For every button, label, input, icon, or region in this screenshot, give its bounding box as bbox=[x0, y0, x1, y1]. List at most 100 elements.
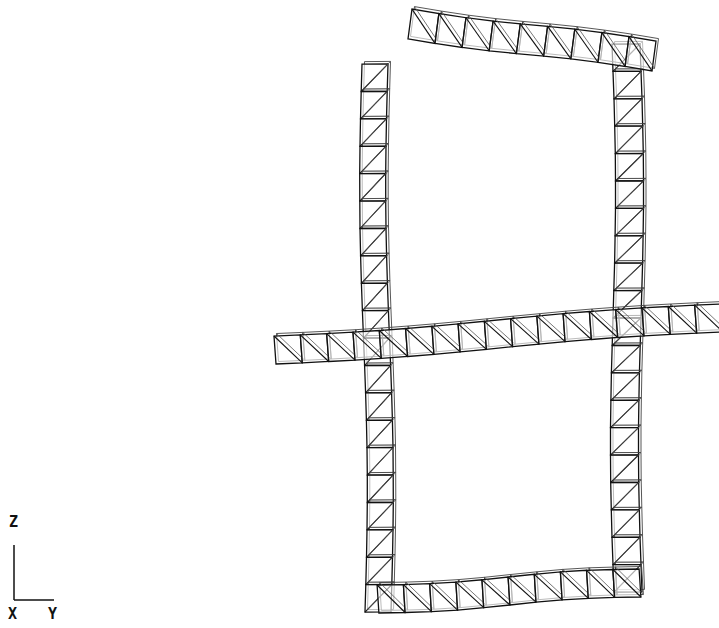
cell-face bbox=[589, 310, 617, 340]
cell-diagonal-back bbox=[550, 24, 573, 57]
cell-diagonal-back bbox=[370, 418, 395, 446]
cell-diagonal-back bbox=[365, 281, 390, 309]
cell-face bbox=[489, 21, 520, 54]
cell-diagonal bbox=[548, 26, 571, 59]
cell-diagonal bbox=[537, 316, 565, 342]
cell-diagonal-back bbox=[617, 233, 646, 261]
cell-face bbox=[377, 585, 405, 613]
cell-face bbox=[353, 331, 381, 361]
cell-diagonal bbox=[456, 582, 484, 608]
cell-face bbox=[435, 14, 466, 48]
cell-face bbox=[587, 570, 615, 599]
cell-diagonal bbox=[327, 334, 355, 361]
cell-diagonal-back bbox=[441, 11, 464, 45]
cell-diagonal bbox=[412, 9, 435, 43]
cell-face bbox=[508, 574, 536, 605]
cell-diagonal bbox=[482, 580, 510, 605]
top-beam bbox=[408, 7, 659, 71]
cell-face bbox=[516, 24, 547, 56]
cell-face bbox=[482, 577, 510, 608]
cell-face bbox=[534, 572, 562, 602]
y-axis-line bbox=[14, 599, 54, 601]
cell-diagonal bbox=[432, 326, 460, 352]
cell-diagonal bbox=[300, 335, 328, 362]
cell-diagonal-back bbox=[362, 171, 388, 199]
cell-face bbox=[408, 9, 439, 43]
cell-face bbox=[537, 314, 565, 344]
cell-face bbox=[327, 332, 355, 361]
cell-diagonal bbox=[274, 336, 302, 363]
cell-face bbox=[695, 304, 719, 333]
cell-face bbox=[598, 33, 629, 67]
cell-diagonal bbox=[430, 584, 458, 610]
cell-face bbox=[379, 329, 407, 359]
cell-face bbox=[613, 569, 641, 597]
cell-diagonal bbox=[403, 585, 431, 612]
cell-face bbox=[462, 18, 493, 51]
cell-face bbox=[406, 326, 434, 356]
cell-face bbox=[430, 582, 458, 612]
cell-diagonal bbox=[353, 332, 381, 358]
cell-diagonal-back bbox=[613, 370, 642, 398]
cell-diagonal-back bbox=[604, 30, 627, 64]
cell-diagonal bbox=[587, 570, 615, 597]
cell-diagonal-back bbox=[362, 144, 388, 172]
cell-diagonal-back bbox=[613, 398, 641, 426]
cell-face bbox=[668, 305, 696, 334]
cell-diagonal bbox=[439, 14, 462, 48]
bottom-beam bbox=[377, 567, 643, 614]
cell-diagonal-back bbox=[616, 535, 643, 563]
cell-face bbox=[458, 321, 486, 352]
cell-face bbox=[544, 26, 575, 59]
cell-diagonal bbox=[602, 33, 625, 67]
cell-diagonal-back bbox=[615, 567, 643, 595]
cell-face bbox=[616, 308, 644, 338]
cell-diagonal-back bbox=[632, 34, 655, 68]
cell-diagonal-back bbox=[369, 390, 394, 418]
cell-face bbox=[571, 29, 602, 62]
cell-diagonal-back bbox=[618, 151, 646, 179]
cell-diagonal-back bbox=[496, 19, 519, 52]
cell-face bbox=[432, 324, 460, 354]
cell-diagonal-back bbox=[617, 96, 644, 124]
cell-diagonal-back bbox=[614, 480, 641, 508]
cell-diagonal-back bbox=[363, 116, 390, 144]
cross-beam bbox=[274, 302, 719, 365]
cell-diagonal-back bbox=[577, 27, 600, 60]
cell-diagonal-back bbox=[363, 89, 390, 117]
cell-diagonal bbox=[406, 329, 434, 355]
cell-diagonal-back bbox=[370, 472, 396, 500]
cell-diagonal bbox=[534, 574, 562, 600]
cell-diagonal-back bbox=[618, 124, 645, 152]
z-axis-line bbox=[13, 545, 15, 600]
cell-diagonal bbox=[616, 310, 644, 336]
cell-diagonal bbox=[458, 324, 486, 349]
cell-diagonal-back bbox=[618, 178, 646, 206]
cell-diagonal-back bbox=[368, 555, 395, 583]
cell-diagonal-back bbox=[615, 507, 642, 535]
cell-face bbox=[484, 319, 512, 350]
cell-diagonal bbox=[695, 305, 719, 332]
cell-diagonal-back bbox=[368, 363, 393, 391]
cell-diagonal-back bbox=[618, 206, 646, 234]
cell-face bbox=[563, 312, 591, 342]
cell-diagonal bbox=[379, 331, 407, 357]
cell-diagonal-back bbox=[363, 198, 389, 226]
axis-label: Y bbox=[48, 606, 57, 622]
cell-face bbox=[274, 335, 302, 364]
cell-diagonal-back bbox=[616, 261, 645, 289]
cell-diagonal-back bbox=[364, 253, 389, 281]
cell-diagonal bbox=[563, 314, 591, 340]
axis-label: Z bbox=[9, 514, 18, 530]
cell-diagonal bbox=[484, 321, 512, 346]
cell-diagonal-back bbox=[613, 425, 641, 453]
cell-diagonal bbox=[575, 29, 598, 62]
axis-triad bbox=[14, 545, 54, 600]
cell-diagonal-back bbox=[697, 303, 719, 330]
right-column bbox=[611, 41, 647, 592]
cell-diagonal-back bbox=[370, 445, 396, 473]
cell-face bbox=[300, 334, 328, 363]
cell-diagonal bbox=[629, 37, 652, 71]
cell-diagonal bbox=[589, 312, 617, 338]
